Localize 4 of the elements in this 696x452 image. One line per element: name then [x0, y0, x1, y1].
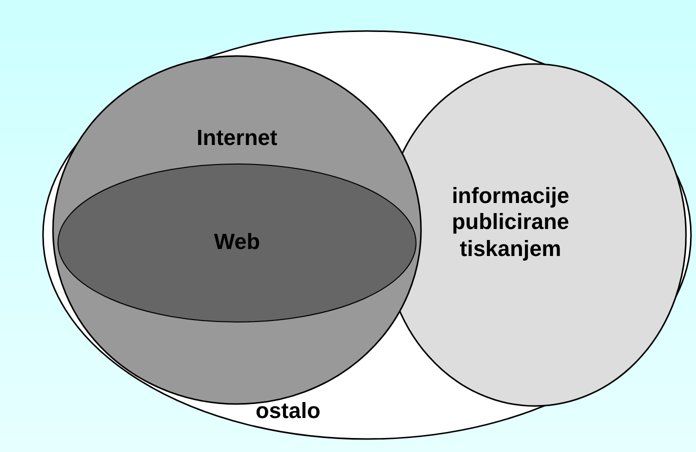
ellipse-label: Web	[212, 229, 262, 256]
ellipse-label: Internet	[196, 125, 278, 152]
ellipse-label: ostalo	[254, 398, 322, 424]
ellipse-label: informacije publicirane tiskanjem	[450, 183, 570, 262]
